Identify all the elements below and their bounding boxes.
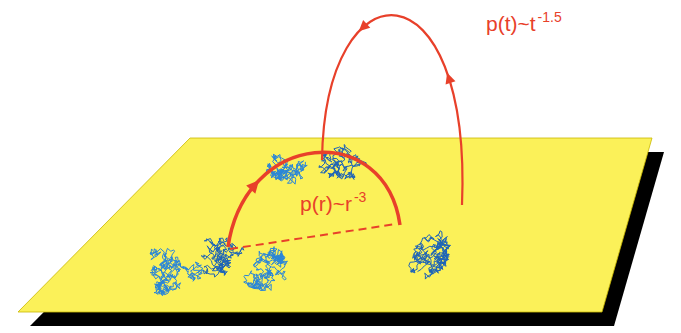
waiting-arc — [322, 15, 462, 205]
random-walk — [409, 231, 451, 279]
formula-label: p(t)~t-1.5 — [486, 10, 562, 34]
exponent: -3 — [354, 189, 366, 205]
random-walk — [150, 248, 203, 295]
plane — [18, 138, 652, 312]
arrowhead — [246, 180, 259, 194]
random-walk — [201, 238, 243, 277]
random-walk — [244, 247, 288, 291]
formula: p(r)~r — [300, 192, 352, 215]
displacement-line — [230, 224, 396, 249]
formula-label: p(r)~r-3 — [300, 190, 366, 214]
arrowhead — [446, 73, 456, 85]
jump-arcs — [228, 15, 462, 249]
arrowhead — [359, 20, 370, 31]
formula: p(t)~t — [486, 12, 536, 35]
random-walks — [150, 145, 450, 296]
jump-arc — [228, 152, 400, 247]
exponent: -1.5 — [538, 9, 562, 25]
